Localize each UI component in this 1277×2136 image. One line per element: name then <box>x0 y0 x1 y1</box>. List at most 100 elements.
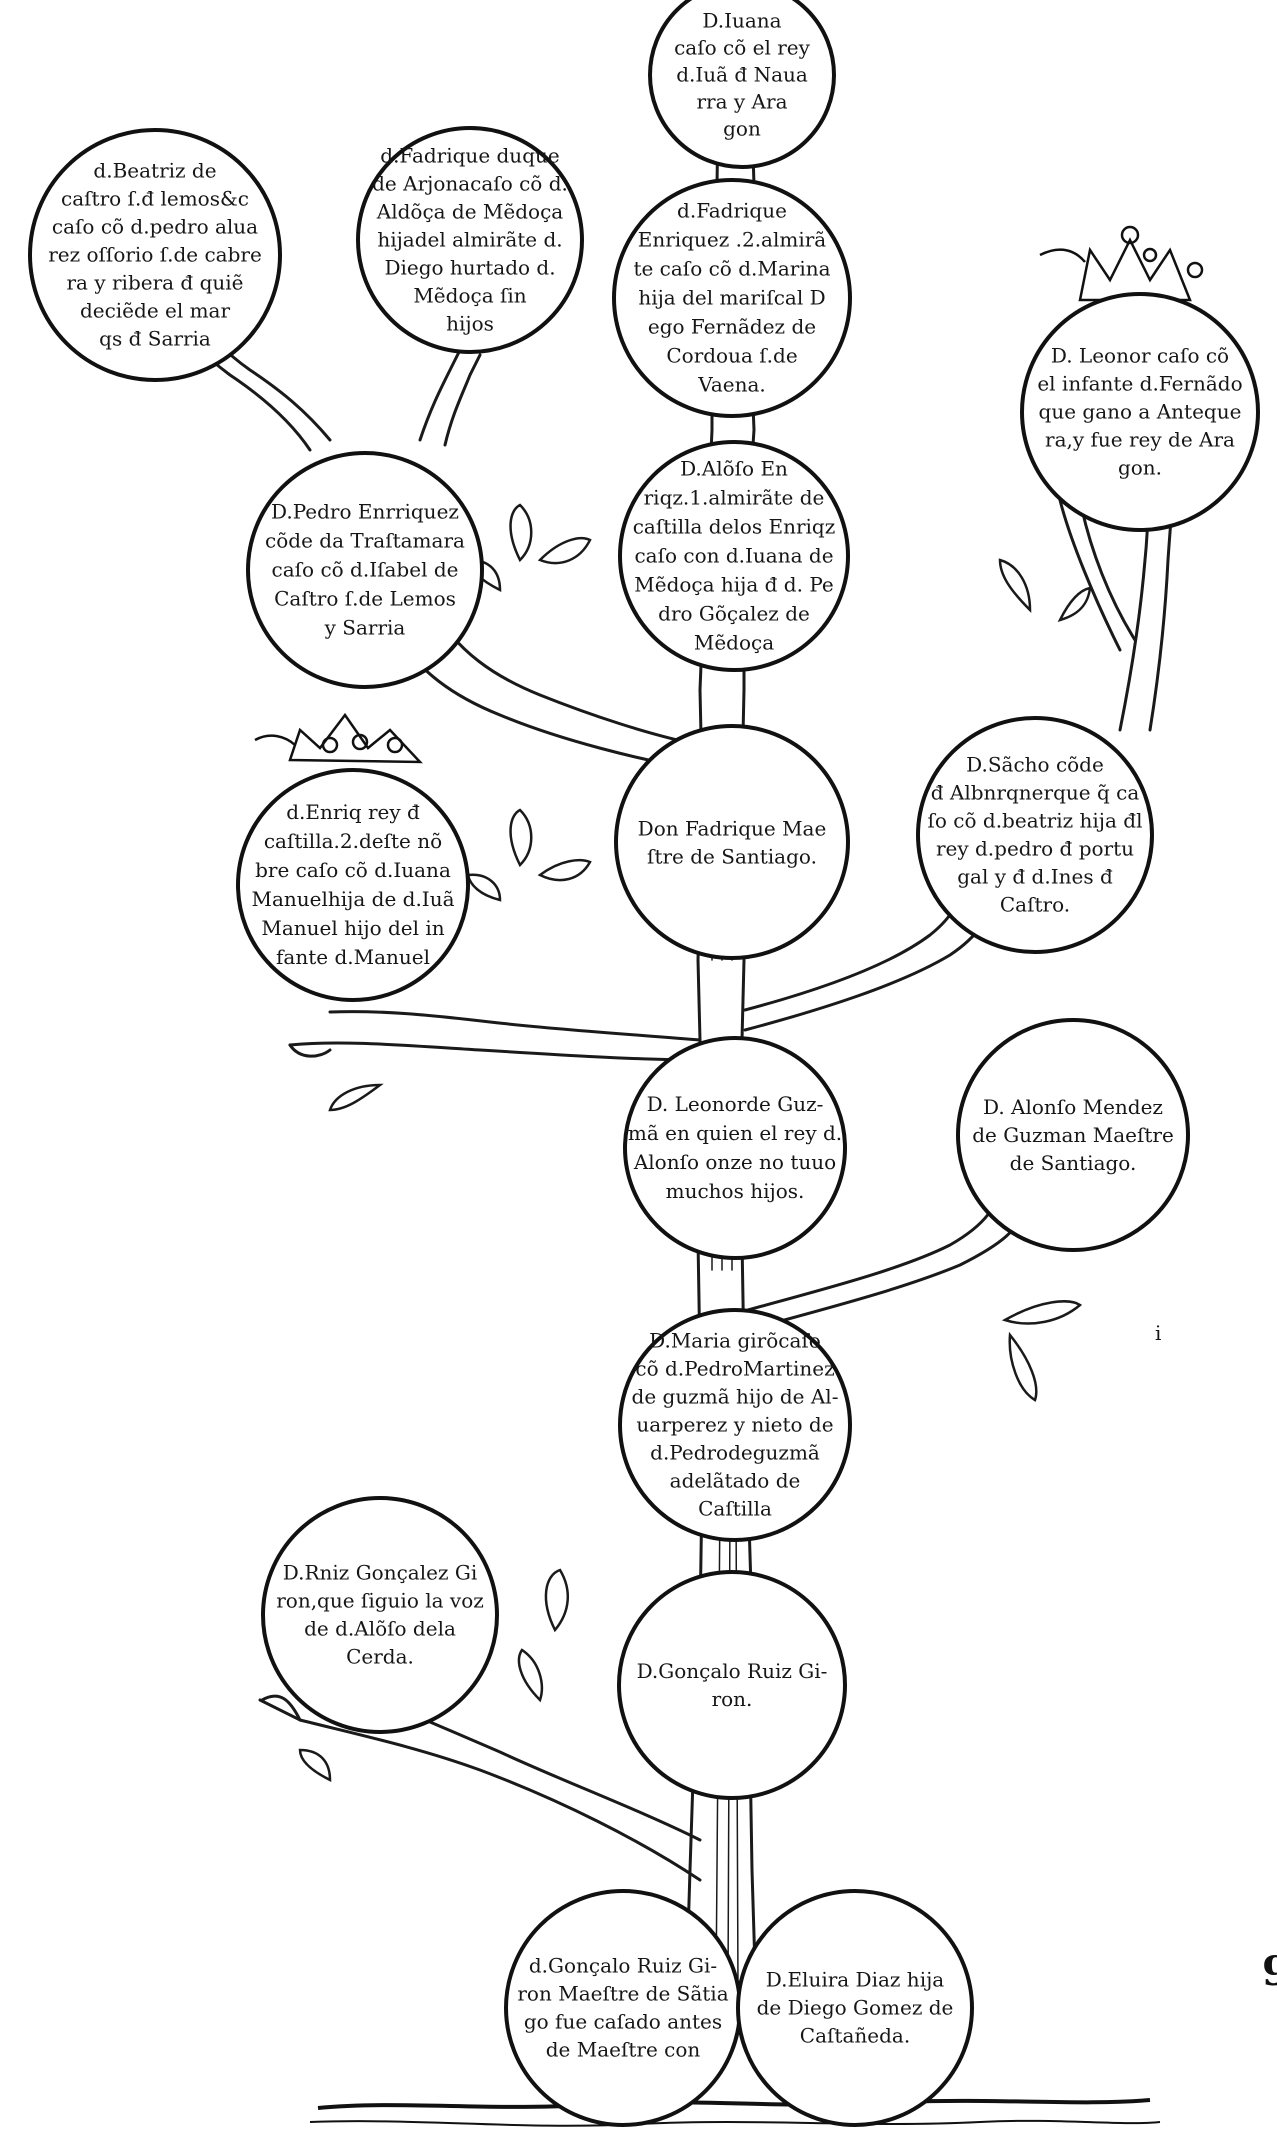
node-line: rra y Ara <box>697 90 788 114</box>
node-line: de Arjonacaſo cõ d. <box>372 172 568 196</box>
node-line: D.Iuana <box>702 9 781 33</box>
node-label-gonzalo-ruiz-giron: D.Gonçalo Ruiz Gi-ron. <box>637 1659 828 1711</box>
node-line: ron. <box>712 1687 753 1711</box>
node-line: D. Leonorde Guz- <box>647 1092 824 1116</box>
node-line: que gano a Anteque <box>1039 400 1242 424</box>
node-line: Diego hurtado d. <box>384 256 555 280</box>
node-line: ego Fernãdez de <box>648 315 816 339</box>
node-circle-fadrique-almirante <box>612 178 852 418</box>
node-circle-juana <box>648 0 836 169</box>
node-line: đ Albnrqnerque q̃ ca <box>931 781 1140 805</box>
crown-icon <box>1039 225 1204 302</box>
node-line: caſtro ſ.đ lemos&c <box>61 186 249 210</box>
node-line: riqz.1.almirãte de <box>644 486 825 510</box>
node-line: deciẽde el mar <box>80 298 231 322</box>
node-label-fadrique-maestre: Don Fadrique Mae ſtre de Santiago. <box>638 816 827 868</box>
node-line: Caſtilla <box>698 1497 772 1521</box>
node-line: de Santiago. <box>1010 1151 1137 1175</box>
node-line: ron,que ſiguio la voz <box>276 1589 484 1613</box>
node-line: qs đ Sarria <box>99 326 211 350</box>
node-line: Manuel hijo del in <box>261 916 444 940</box>
node-line: hijadel almirãte d. <box>377 228 562 252</box>
node-circle-leonor-reina <box>1020 292 1260 532</box>
node-line: D.Maria girõcaſo <box>649 1329 821 1353</box>
node-line: de guzmã hijo de Al- <box>632 1385 839 1409</box>
node-line: Don Fadrique Mae <box>638 816 827 840</box>
node-line: caſo cõ d.pedro alua <box>52 214 258 238</box>
node-label-fadrique-duque: d.Fadrique duque de Arjonacaſo cõ d. Aldõç… <box>372 144 568 336</box>
node-line: rez oſſorio ſ.de cabre <box>48 242 262 266</box>
node-line: te caſo cõ d.Marina <box>633 257 830 281</box>
node-circle-beatriz <box>28 128 282 382</box>
node-line: muchos hijos. <box>666 1179 805 1203</box>
node-line: Mẽdoça <box>694 631 774 655</box>
node-line: go fue caſado antes <box>524 2010 722 2034</box>
node-circle-fadrique-maestre <box>614 724 850 960</box>
node-line: Mẽdoça ſin <box>413 284 526 308</box>
node-circle-maria-giron <box>618 1308 852 1542</box>
node-line: D.Rniz Gonçalez Gi <box>283 1561 477 1585</box>
node-line: hijos <box>446 312 494 336</box>
node-line: ra,y fue rey de Ara <box>1045 428 1235 452</box>
node-line: gon <box>723 117 761 141</box>
stray-mark: i <box>1155 1321 1161 1345</box>
node-line: gal y đ d.Ines đ <box>957 865 1113 889</box>
node-line: Enriquez .2.almirã <box>638 228 827 252</box>
node-line: caſtilla.2.deſte nõ <box>264 829 442 853</box>
node-circle-alonso-mendez <box>956 1018 1190 1252</box>
node-label-ruiz-gonzalez: D.Rniz Gonçalez Gi ron,que ſiguio la voz d… <box>276 1561 484 1669</box>
node-line: de Guzman Maeſtre <box>972 1123 1174 1147</box>
node-circle-elvira-diaz <box>736 1889 974 2127</box>
node-line: de Diego Gomez de <box>757 1996 954 2020</box>
node-line: Vaena. <box>697 373 766 397</box>
node-line: adelãtado de <box>670 1469 801 1493</box>
node-line: d.Beatriz de <box>93 158 216 182</box>
node-line: de d.Alõſo dela <box>304 1617 456 1641</box>
node-circles <box>28 0 1260 2127</box>
node-line: Caſtro. <box>1000 893 1070 917</box>
node-label-enrique-rey: d.Enriq rey đ caſtilla.2.deſte nõ bre caſo… <box>251 800 454 969</box>
node-circle-enrique-rey <box>236 768 470 1002</box>
node-line: Manuelhija de d.Iuã <box>251 887 454 911</box>
node-line: Caſtro ſ.de Lemos <box>274 587 456 611</box>
node-label-leonor-guzman: D. Leonorde Guz-mã en quien el rey d.Alo… <box>628 1092 842 1203</box>
node-line: caſo con d.Iuana de <box>634 544 833 568</box>
node-line: Cordoua ſ.de <box>666 344 797 368</box>
node-circle-gonzalo-maestre <box>504 1889 742 2127</box>
node-circle-gonzalo-ruiz-giron <box>617 1570 847 1800</box>
node-circle-pedro-enriquez <box>246 451 484 689</box>
node-line: cõ d.PedroMartinez <box>635 1357 834 1381</box>
ground-line <box>309 2098 1161 2127</box>
node-line: d.Enriq rey đ <box>286 800 420 824</box>
node-line: D.Gonçalo Ruiz Gi- <box>637 1659 828 1683</box>
node-line: hija del mariſcal D <box>638 286 825 310</box>
node-line: d.Iuã đ Naua <box>676 63 808 87</box>
node-line: D.Alõſo En <box>680 457 788 481</box>
node-line: D. Alonſo Mendez <box>983 1095 1163 1119</box>
node-line: cõde da Traſtamara <box>265 529 465 553</box>
node-line: dro Gõçalez de <box>658 602 810 626</box>
margin-glyph: 9 <box>1262 1948 1277 1995</box>
node-line: Aldõça de Mẽdoça <box>376 200 564 224</box>
node-label-alonso-mendez: D. Alonſo Mendez de Guzman Maeſtre de Sant… <box>972 1095 1174 1175</box>
node-line: bre caſo cõ d.Iuana <box>255 858 451 882</box>
node-line: Alonſo onze no tuuo <box>633 1150 836 1174</box>
node-label-maria-giron: D.Maria girõcaſo cõ d.PedroMartinez de guz… <box>632 1329 839 1521</box>
node-circle-fadrique-duque <box>356 126 584 354</box>
node-line: rey d.pedro đ portu <box>936 837 1134 861</box>
crown-icon <box>254 712 423 764</box>
node-circle-alonso-almirante <box>618 440 850 672</box>
node-line: d.Fadrique <box>677 199 787 223</box>
node-line: ſtre de Santiago. <box>647 844 817 868</box>
node-line: gon. <box>1118 456 1162 480</box>
node-circle-ruiz-gonzalez <box>261 1496 499 1734</box>
node-line: d.Fadrique duque <box>380 144 559 168</box>
